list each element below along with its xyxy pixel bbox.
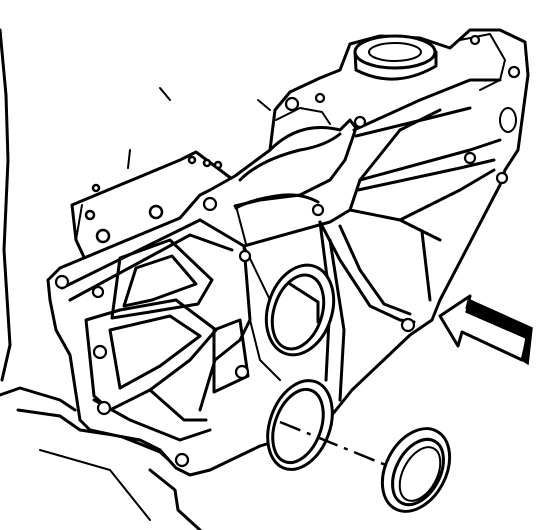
plate-hole-icon: [187, 155, 197, 165]
plate-hole-icon: [202, 158, 212, 168]
bolt-hole-icon: [311, 203, 325, 217]
bolt-hole-icon: [234, 364, 250, 380]
plate-hole-icon: [84, 209, 96, 221]
direction-arrow-icon: [438, 294, 533, 366]
bolt-hole-icon: [238, 249, 252, 263]
bolt-hole-icon: [91, 285, 105, 299]
front-crankshaft-seal-icon: [380, 427, 452, 513]
bolt-hole-icon: [314, 92, 326, 104]
plate-hole-icon: [148, 204, 164, 220]
bolt-hole-icon: [400, 317, 416, 333]
bolt-hole-icon: [202, 196, 218, 212]
bolt-hole-icon: [353, 115, 367, 129]
bolt-hole-icon: [495, 171, 509, 185]
bolt-hole-icon: [463, 151, 477, 165]
bolt-hole-icon: [284, 96, 300, 112]
bolt-hole-icon: [54, 274, 70, 290]
oil-pump-bore: [264, 263, 336, 357]
bolt-hole-icon: [507, 65, 521, 79]
plate-hole-icon: [95, 228, 111, 244]
front-cover-casting: [46, 28, 530, 477]
bolt-hole-icon: [174, 452, 190, 468]
bolt-hole-icon: [469, 34, 481, 46]
crankshaft-seal-bore: [266, 379, 334, 471]
seal-centerline: [279, 420, 399, 472]
plate-hole-icon: [91, 183, 101, 193]
bolt-hole-icon: [92, 344, 108, 360]
bolt-hole-icon: [96, 400, 112, 416]
plate-hole-icon: [213, 160, 223, 170]
